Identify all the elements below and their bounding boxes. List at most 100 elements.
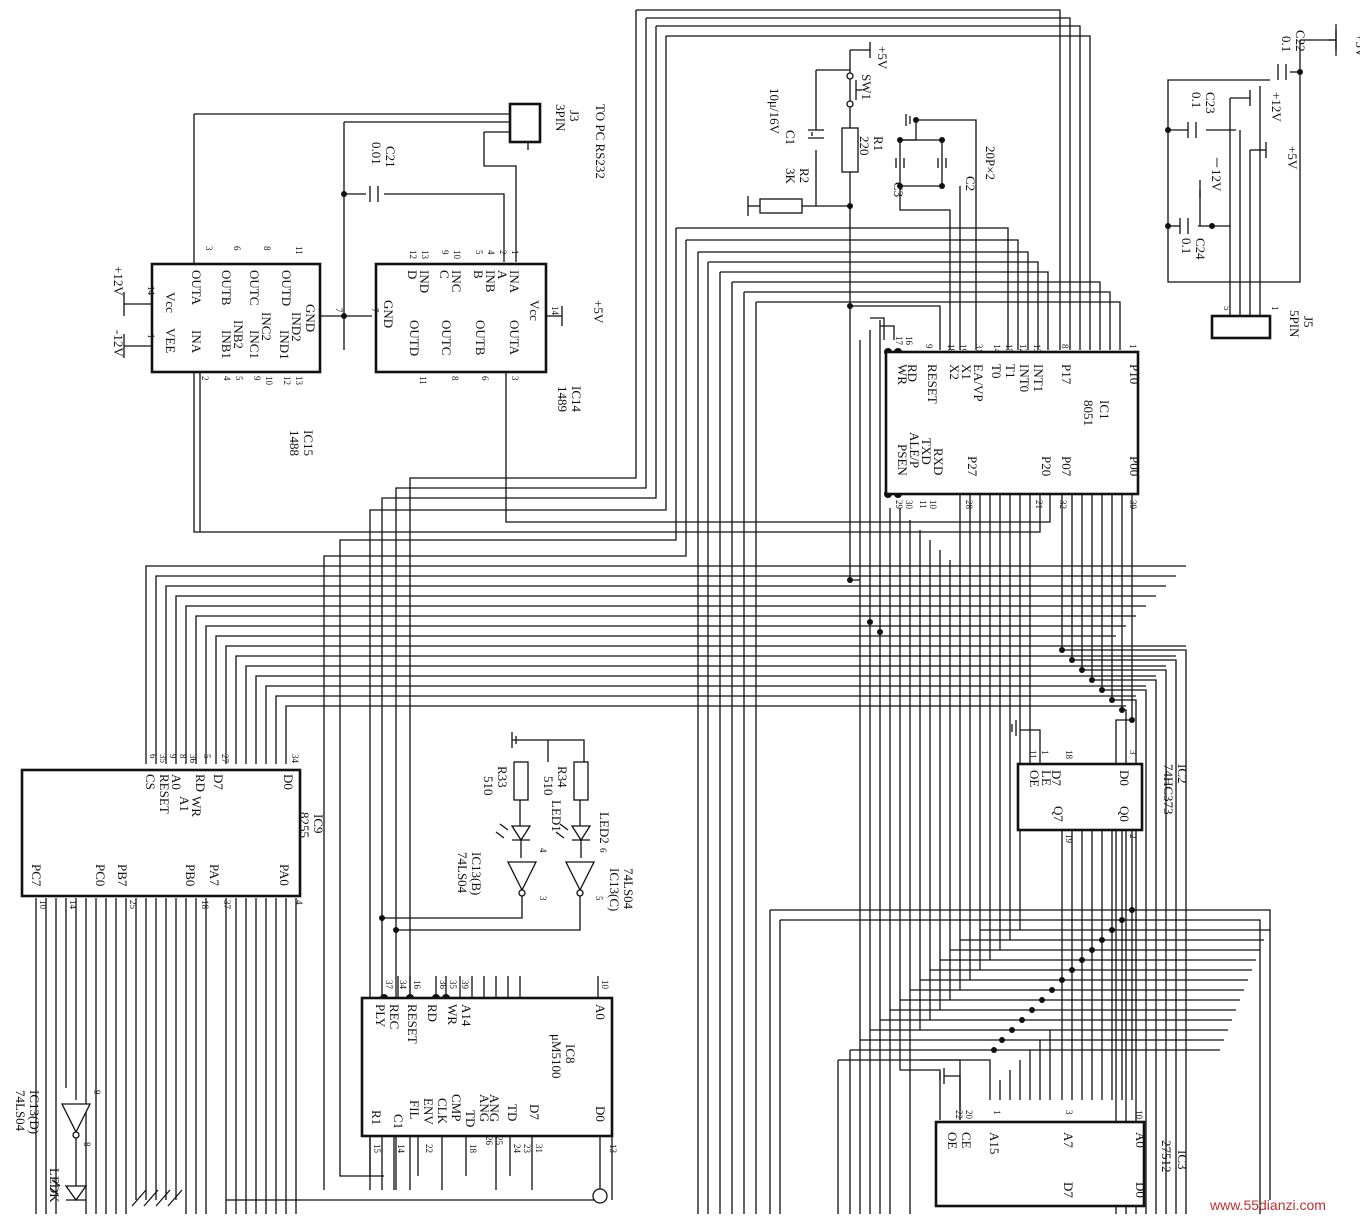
ic2-pin-q7: Q7 [1051, 806, 1066, 822]
ic9-pin-num: 8 [178, 754, 188, 759]
ic1-pin-x1: X1 [959, 364, 974, 380]
ic15-pin-vcc: Vcc [163, 292, 178, 313]
ic15-pin-num: 6 [232, 246, 242, 251]
ic8-pin-num: 26 [484, 1136, 494, 1146]
ic3-pin-a15: A15 [987, 1132, 1002, 1154]
ic2-pin-d7: D7 [1049, 770, 1064, 786]
ic9-pin-num: 37 [222, 900, 232, 910]
ic1-pin-num: 12 [1018, 344, 1028, 353]
ic1-ref: IC1 [1097, 400, 1112, 420]
ic15-pin-num: 14 [146, 286, 156, 296]
ic15-pin-num: 7 [334, 308, 344, 313]
power-n12v-label: －12V [1209, 156, 1224, 192]
ic14-pin-c: C [437, 270, 452, 279]
ic-boxes [20, 262, 1146, 1208]
ic8-pin-num: 13 [608, 1144, 618, 1154]
ic1-pin-num: 29 [894, 500, 904, 510]
ic9-ref: IC9 [311, 814, 326, 834]
j5-pin-num: 5 [1222, 306, 1232, 311]
ic1-pin-t0: T0 [989, 364, 1004, 378]
ic1-pin-t1: T1 [1003, 364, 1018, 378]
ic1-pin-num: 14 [992, 344, 1002, 354]
ic13b-inverter [506, 861, 538, 892]
ic9-pin-a1: A1 [177, 796, 192, 812]
ic9-pin-num: 34 [290, 754, 300, 764]
ic2-pin-le: LE [1039, 770, 1054, 786]
ic1-pin-reset: RESET [925, 364, 940, 404]
ic14-pin-outa: OUTA [507, 320, 522, 356]
ic1-pin-num: 28 [964, 500, 974, 510]
ic1-pin-p17: P17 [1059, 364, 1074, 385]
ic14-pin-num: 1 [510, 250, 520, 255]
ic13d-inverter [60, 1103, 92, 1134]
ic8-pin-a14: A14 [459, 1004, 474, 1027]
ic9-pin-num: 4 [294, 900, 304, 905]
ic2-ref: IC2 [1175, 764, 1190, 784]
ic15-pin-num: 9 [252, 376, 262, 381]
ic2-pin-num: 18 [1064, 750, 1074, 760]
ic1-pin-ea: EA/VP [971, 364, 986, 402]
c21-capacitor [369, 186, 379, 202]
ic15-pin-num: 3 [204, 246, 214, 251]
ic9-pin-rd: RD [193, 774, 208, 792]
ic8-pin-c1: C1 [391, 1114, 406, 1129]
ic15-supply-neg: -12V [111, 330, 126, 357]
ic14-pin-outb: OUTB [473, 320, 488, 356]
j5-part: 5PIN [1287, 310, 1302, 338]
ic1-pin-p20: P20 [1039, 456, 1054, 476]
ic8-pin-env: ENV [421, 1098, 436, 1125]
ic14-pin-gnd: GND [381, 300, 396, 328]
ic8-part: μM5100 [549, 1034, 564, 1079]
ic8-pin-num: 31 [534, 1144, 544, 1153]
ic1-pin-num: 1 [1128, 344, 1138, 349]
ic1-pin-p00: P00 [1127, 456, 1142, 476]
j3-ref: J3 [567, 110, 582, 122]
r34-resistor [573, 761, 589, 801]
ic9-pin-pc0: PC0 [93, 864, 108, 886]
ic15-1488 [150, 262, 322, 374]
ic13d-ref: IC13(D) [27, 1090, 42, 1134]
ic8-pin-num: 35 [448, 980, 458, 990]
ic9-pin-num: 35 [158, 754, 168, 764]
ic15-supply-pos: +12V [111, 266, 126, 296]
ic8-pin-fil: FIL [407, 1100, 422, 1120]
ic1-pin-num: 9 [924, 344, 934, 349]
ic14-pin-num: 12 [408, 250, 418, 259]
ic14-pin-num: 14 [550, 306, 560, 316]
ic13-pin-num: 3 [538, 896, 548, 901]
j3-note: TO PC RS232 [593, 104, 608, 179]
ic9-pin-num: 36 [188, 754, 198, 764]
ic14-pin-a: A [495, 270, 510, 280]
ic14-pin-num: 9 [440, 250, 450, 255]
sw1-ref: SW1 [859, 74, 874, 100]
c22-ref: C22 [1293, 30, 1308, 52]
ic8-ref: IC8 [563, 1044, 578, 1064]
ic1-pin-num: 16 [904, 336, 914, 346]
c1-capacitor [808, 129, 824, 139]
ic9-pin-num: 6 [148, 754, 158, 759]
ic15-pin-num: 2 [200, 376, 210, 381]
ic1-pin-wr: WR [895, 364, 910, 385]
ic13-pin-num: 8 [82, 1142, 92, 1147]
ic14-pin-num: 13 [420, 250, 430, 260]
ic9-pin-pb0: PB0 [183, 864, 198, 886]
c3-ref: C3 [891, 182, 906, 197]
c1-ref: C1 [783, 130, 798, 145]
ic8-pin-ang2: ANG [487, 1094, 502, 1122]
ic1-pin-num: 13 [1032, 344, 1042, 354]
ic1-pin-num: 30 [904, 500, 914, 510]
ic3-pin-oe: OE [945, 1132, 960, 1149]
c22-value: 0.1 [1279, 36, 1294, 52]
ic3-ref: IC3 [1175, 1150, 1190, 1170]
ic1-pin-num: 32 [1058, 500, 1068, 509]
ic2-74hc373 [1016, 762, 1144, 832]
ic8-pin-ply: PLY [373, 1004, 388, 1028]
ic15-pin-gnd: GND [303, 304, 318, 332]
c23-capacitor [1187, 122, 1197, 138]
ic14-part: 1489 [555, 386, 570, 412]
ic15-pin-ind1: IND1 [277, 330, 292, 360]
ic14-pin-num: 3 [510, 376, 520, 381]
c24-capacitor [1179, 218, 1189, 234]
